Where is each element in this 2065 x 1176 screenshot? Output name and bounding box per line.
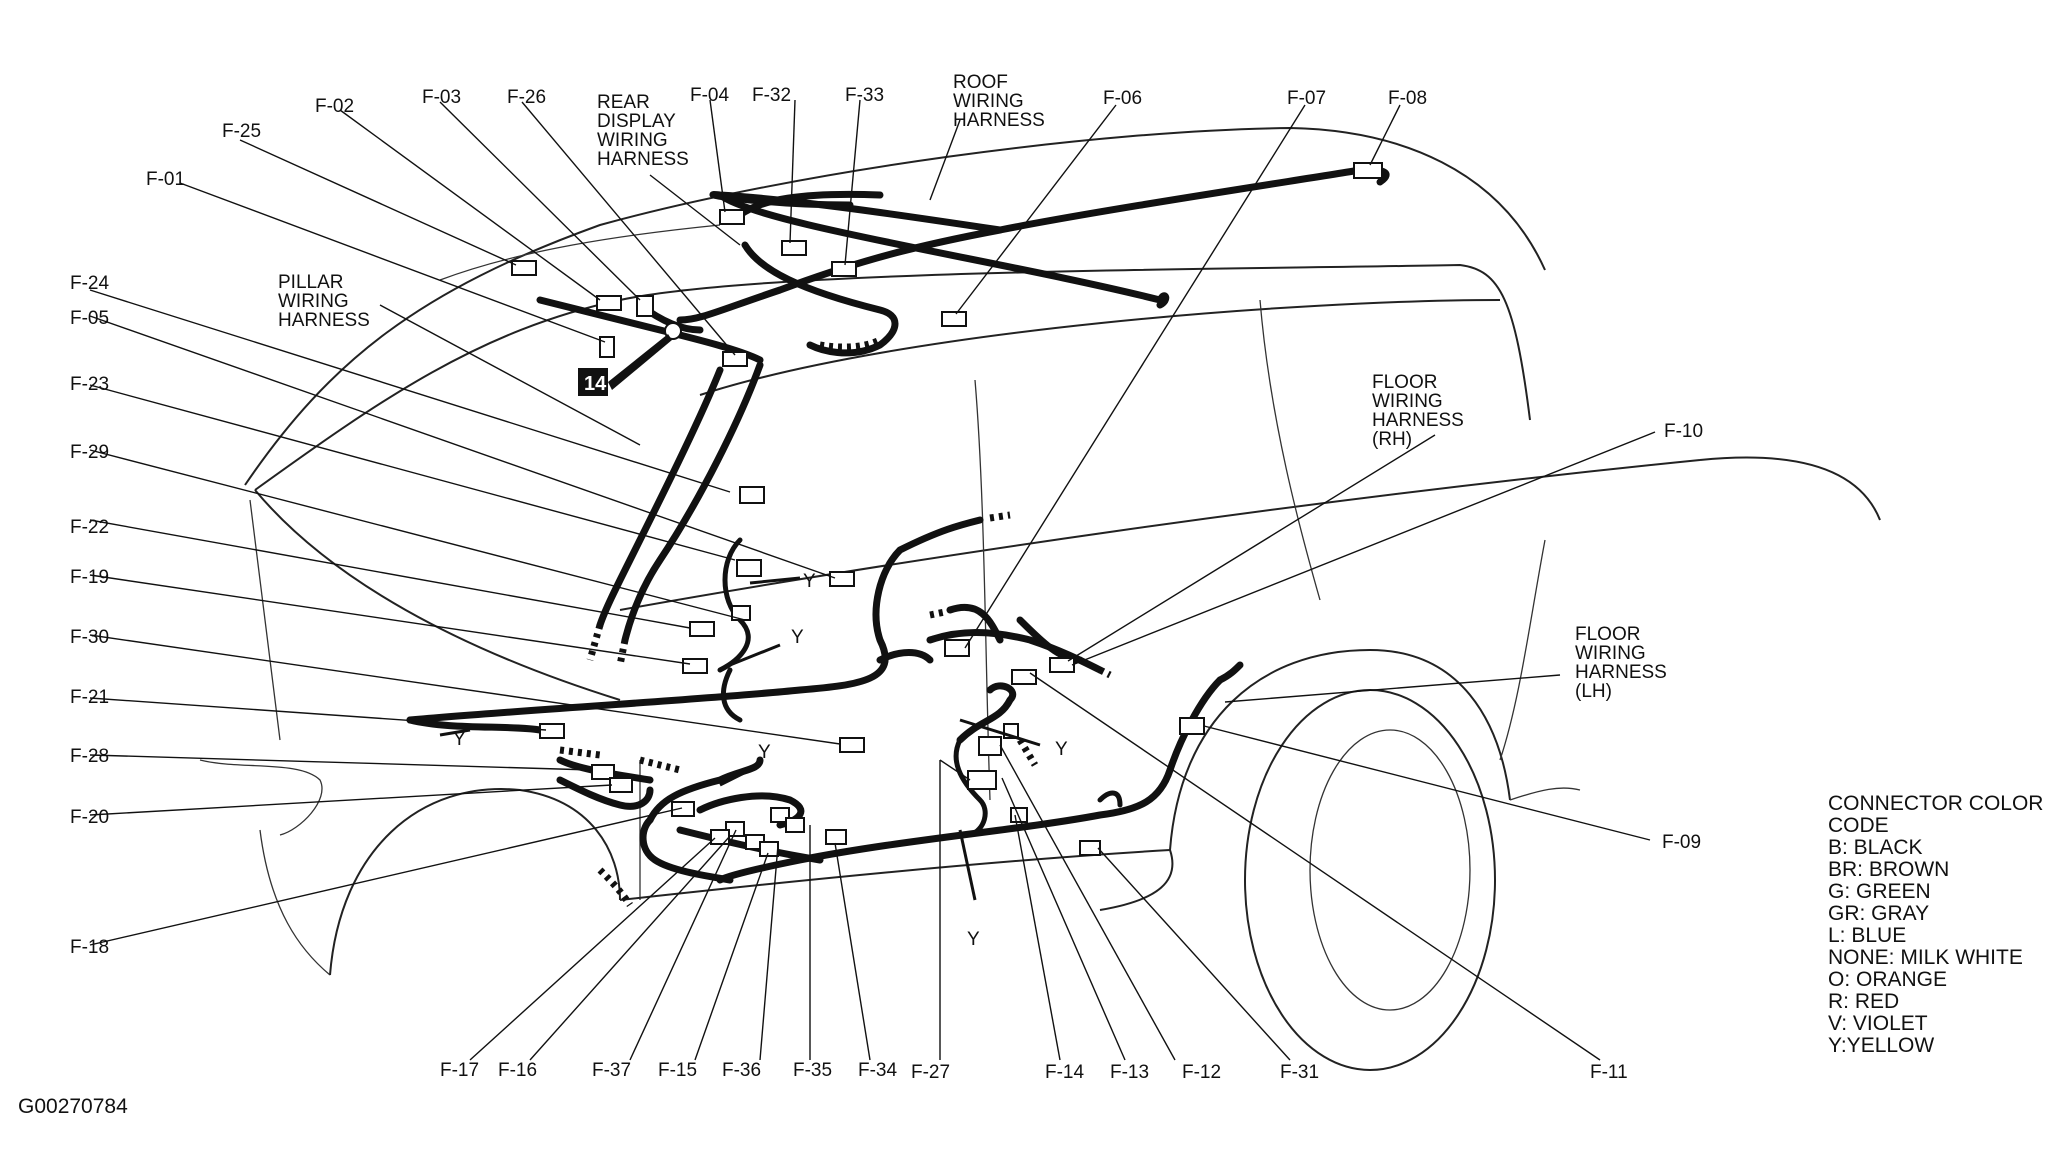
label-f36: F-36 bbox=[722, 1060, 761, 1081]
roof-harness-label-1: ROOF bbox=[953, 72, 1008, 93]
y-marker-labels: Y Y Y Y Y Y bbox=[453, 571, 1068, 950]
label-f11: F-11 bbox=[1590, 1062, 1628, 1083]
vehicle-body-outline bbox=[199, 126, 1881, 1071]
label-f20: F-20 bbox=[70, 807, 109, 828]
y-marker: Y bbox=[758, 742, 771, 763]
label-f05: F-05 bbox=[70, 308, 109, 329]
label-f01: F-01 bbox=[146, 169, 185, 190]
label-f25: F-25 bbox=[222, 121, 261, 142]
label-f29: F-29 bbox=[70, 442, 109, 463]
label-f08: F-08 bbox=[1388, 88, 1427, 109]
legend-item: Y:YELLOW bbox=[1828, 1034, 1934, 1057]
legend-item: L: BLUE bbox=[1828, 924, 1906, 947]
label-f04: F-04 bbox=[690, 85, 730, 106]
label-f15: F-15 bbox=[658, 1060, 697, 1081]
y-marker: Y bbox=[453, 729, 466, 750]
label-f22: F-22 bbox=[70, 517, 109, 538]
floor-lh-harness-label-4: (LH) bbox=[1575, 681, 1612, 702]
floor-rh-harness-label-2: WIRING bbox=[1372, 391, 1443, 412]
label-f34: F-34 bbox=[858, 1060, 898, 1081]
label-f30: F-30 bbox=[70, 627, 109, 648]
legend-item: NONE: MILK WHITE bbox=[1828, 946, 2023, 969]
y-marker: Y bbox=[803, 571, 816, 592]
label-f19: F-19 bbox=[70, 567, 109, 588]
roof-harness-label-3: HARNESS bbox=[953, 110, 1045, 131]
connector-boxes bbox=[511, 162, 1383, 857]
y-marker: Y bbox=[1055, 739, 1068, 760]
label-f27: F-27 bbox=[911, 1062, 950, 1083]
label-f23: F-23 bbox=[70, 374, 109, 395]
figure-reference-code: G00270784 bbox=[18, 1095, 128, 1118]
leader-lines bbox=[89, 99, 1656, 1061]
label-f02: F-02 bbox=[315, 96, 354, 117]
y-marker: Y bbox=[791, 627, 804, 648]
label-f31: F-31 bbox=[1280, 1062, 1319, 1083]
legend-item: V: VIOLET bbox=[1828, 1012, 1928, 1035]
label-f07: F-07 bbox=[1287, 88, 1326, 109]
pillar-harness bbox=[621, 361, 764, 644]
floor-rh-harness-label-4: (RH) bbox=[1372, 429, 1412, 450]
legend-title-line1: CONNECTOR COLOR bbox=[1828, 792, 2043, 815]
floor-lh-harness-label-2: WIRING bbox=[1575, 643, 1646, 664]
label-f18: F-18 bbox=[70, 937, 109, 958]
floor-lh-harness bbox=[716, 676, 1224, 884]
pillar-harness-label-3: HARNESS bbox=[278, 310, 370, 331]
label-f06: F-06 bbox=[1103, 88, 1142, 109]
y-marker: Y bbox=[967, 929, 980, 950]
label-f32: F-32 bbox=[752, 85, 791, 106]
label-f13: F-13 bbox=[1110, 1062, 1149, 1083]
legend-item: G: GREEN bbox=[1828, 880, 1931, 903]
label-f33: F-33 bbox=[845, 85, 884, 106]
label-f09: F-09 bbox=[1662, 832, 1701, 853]
label-f16: F-16 bbox=[498, 1060, 537, 1081]
label-f35: F-35 bbox=[793, 1060, 832, 1081]
harness-name-labels: REAR DISPLAY WIRING HARNESS ROOF WIRING … bbox=[278, 72, 1667, 702]
floor-lh-harness-label-1: FLOOR bbox=[1575, 624, 1640, 645]
floor-lh-harness-label-3: HARNESS bbox=[1575, 662, 1667, 683]
label-f17: F-17 bbox=[440, 1060, 479, 1081]
pillar-harness-label-1: PILLAR bbox=[278, 272, 343, 293]
pillar-harness-label-2: WIRING bbox=[278, 291, 349, 312]
ground-point-number: 14 bbox=[584, 373, 607, 395]
legend-title-line2: CODE bbox=[1828, 814, 1889, 837]
connector-label-group: F-01 F-02 F-03 F-25 F-26 F-04 F-32 F-33 … bbox=[70, 85, 1703, 1083]
label-f12: F-12 bbox=[1182, 1062, 1221, 1083]
label-f21: F-21 bbox=[70, 687, 109, 708]
legend-item: O: ORANGE bbox=[1828, 968, 1947, 991]
label-f37: F-37 bbox=[592, 1060, 631, 1081]
rear-display-harness-label-4: HARNESS bbox=[597, 149, 689, 170]
connector-color-legend: CONNECTOR COLOR CODE B: BLACK BR: BROWN … bbox=[1828, 792, 2043, 1057]
label-f28: F-28 bbox=[70, 746, 109, 767]
label-f26: F-26 bbox=[507, 87, 546, 108]
rear-display-harness bbox=[741, 241, 899, 357]
label-f24: F-24 bbox=[70, 273, 110, 294]
legend-item: BR: BROWN bbox=[1828, 858, 1949, 881]
legend-item: GR: GRAY bbox=[1828, 902, 1929, 925]
main-harness bbox=[406, 516, 984, 724]
legend-item: R: RED bbox=[1828, 990, 1899, 1013]
rear-display-harness-label-1: REAR bbox=[597, 92, 650, 113]
ground-point: 14 bbox=[578, 334, 672, 396]
rear-display-harness-label-3: WIRING bbox=[597, 130, 668, 151]
wiring-harness-routes bbox=[406, 166, 1390, 907]
rear-display-harness-label-2: DISPLAY bbox=[597, 111, 676, 132]
legend-item: B: BLACK bbox=[1828, 836, 1923, 859]
label-f14: F-14 bbox=[1045, 1062, 1085, 1083]
roof-harness-label-2: WIRING bbox=[953, 91, 1024, 112]
label-f10: F-10 bbox=[1664, 421, 1703, 442]
floor-rh-harness-label-3: HARNESS bbox=[1372, 410, 1464, 431]
floor-rh-harness-label-1: FLOOR bbox=[1372, 372, 1437, 393]
y-branch-markers bbox=[439, 576, 1041, 901]
label-f03: F-03 bbox=[422, 87, 461, 108]
